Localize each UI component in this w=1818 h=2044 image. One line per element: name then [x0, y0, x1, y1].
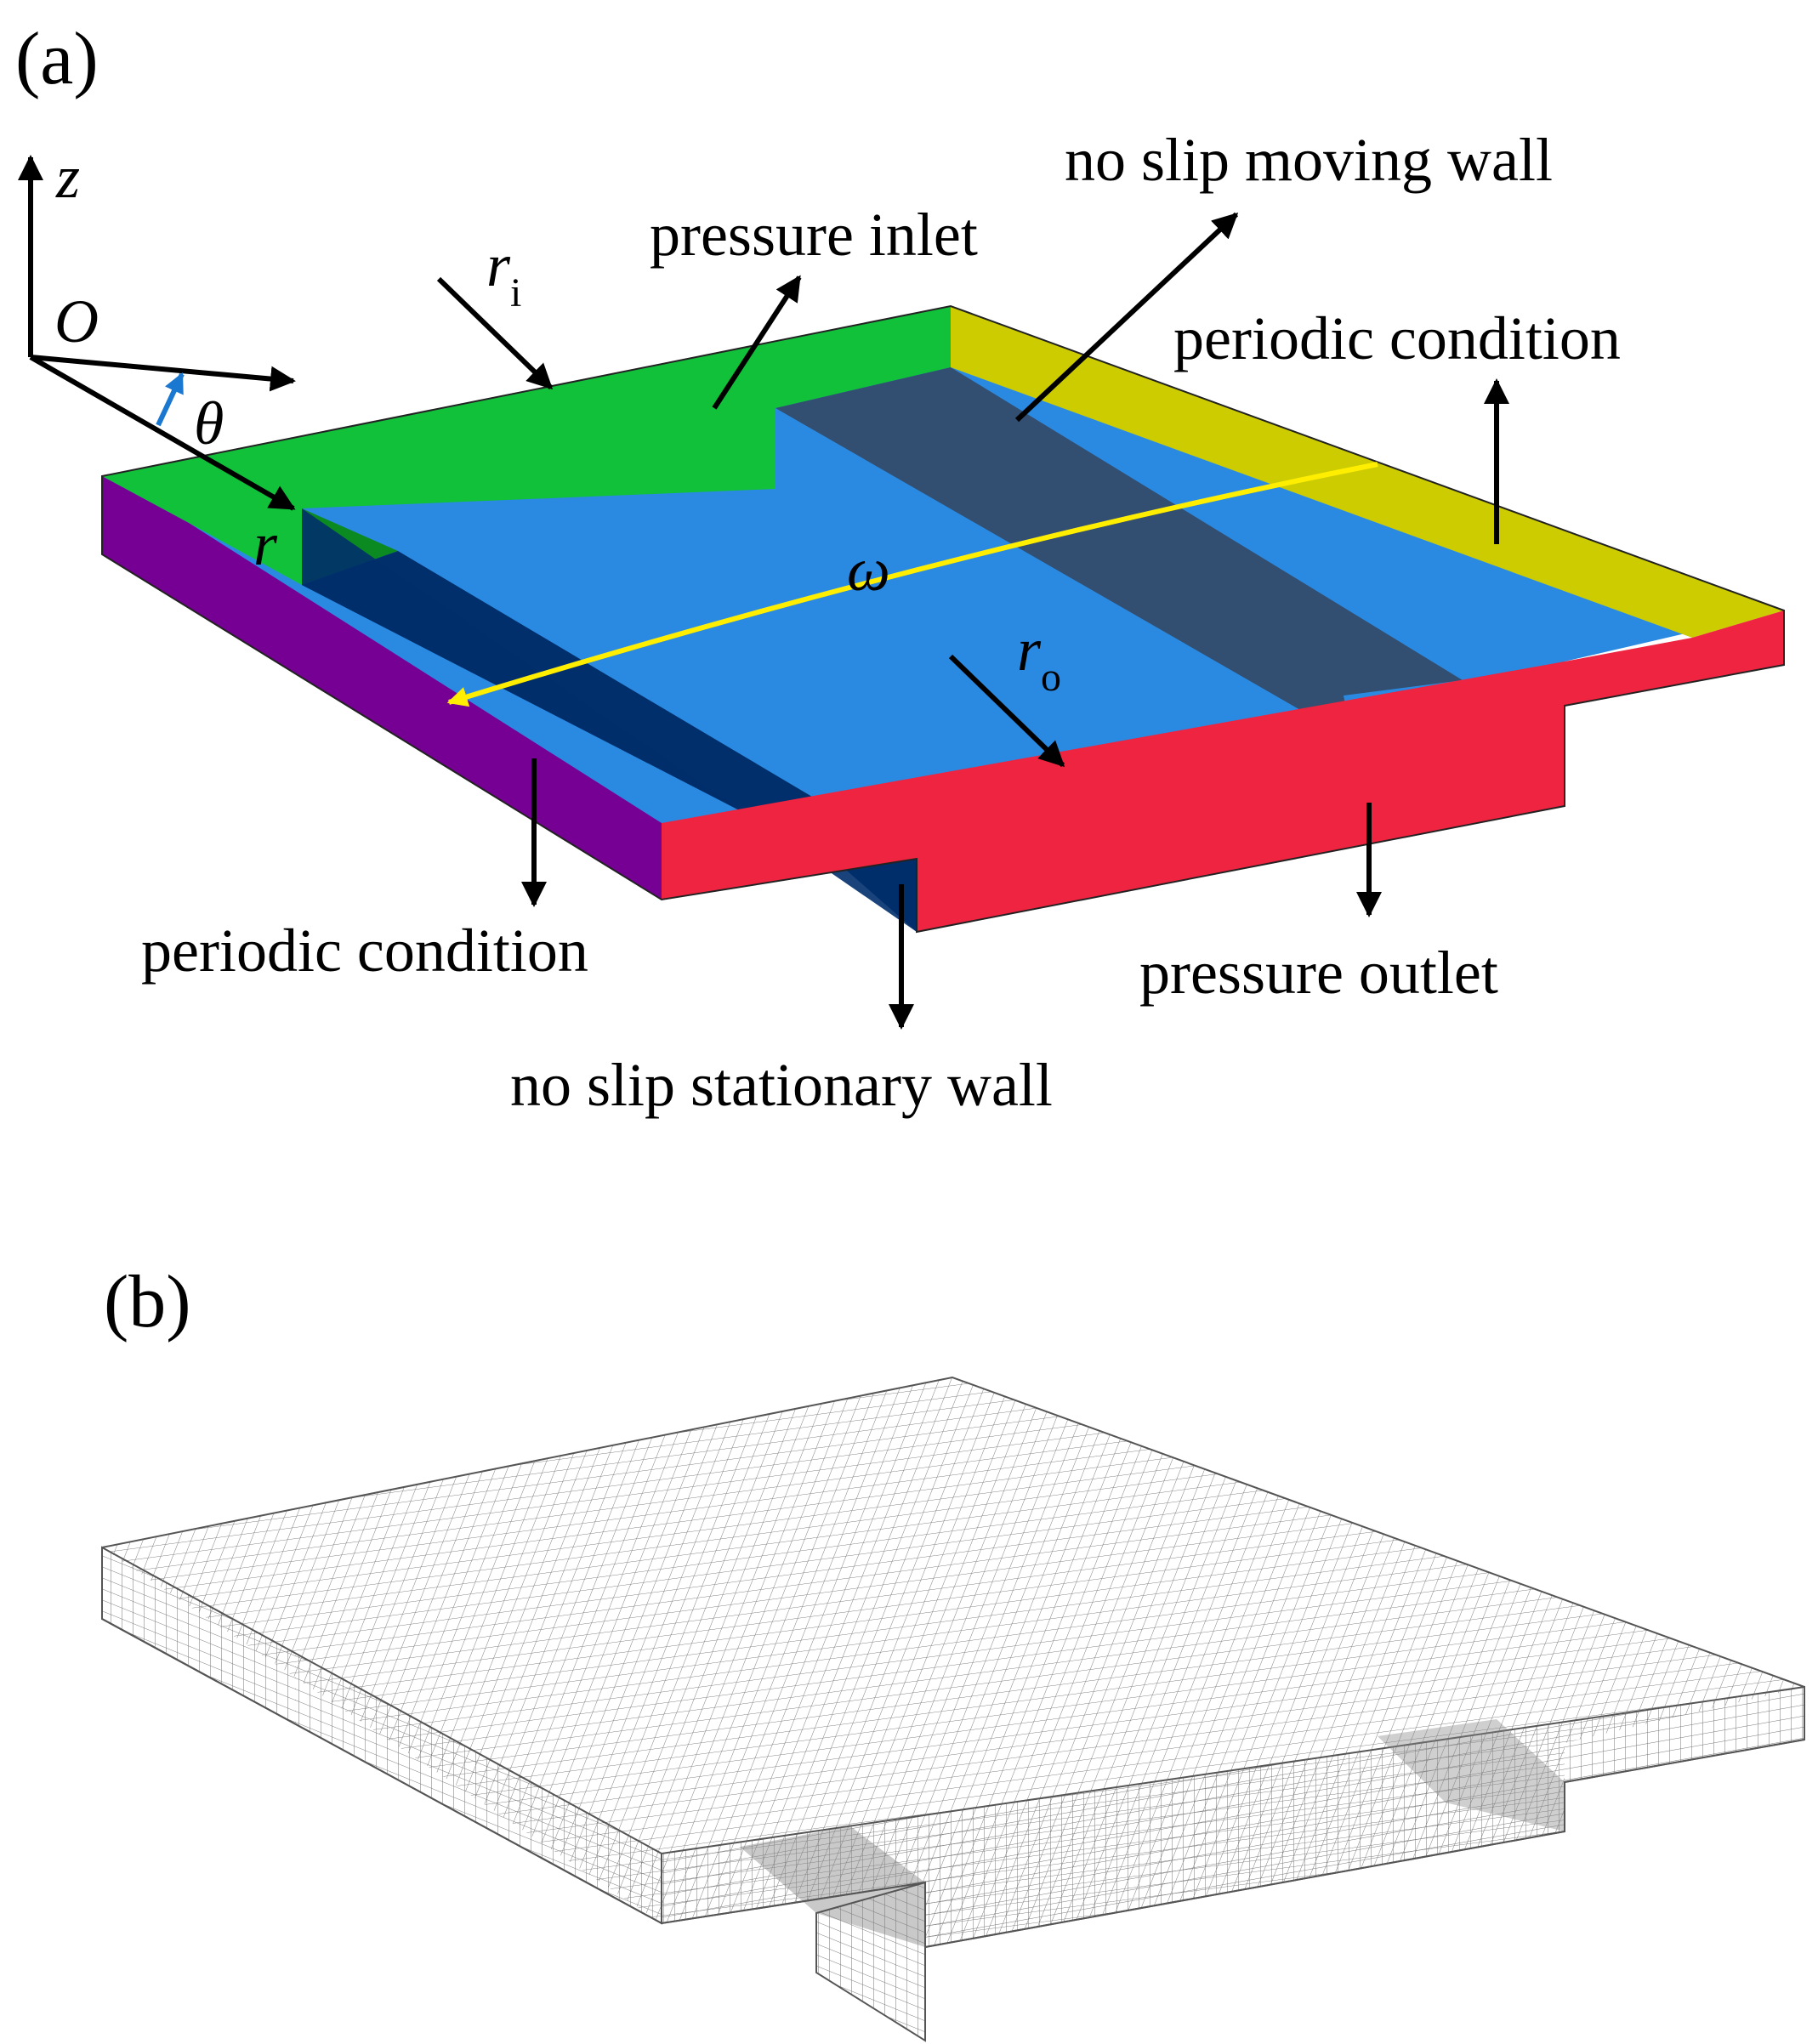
- groove-right: [775, 367, 1463, 740]
- periodic-left-face: [102, 476, 662, 900]
- coordinate-axes: [18, 155, 296, 511]
- block-outline: [101, 304, 1785, 934]
- mesh-step-lower: [815, 1881, 926, 2042]
- origin-label: O: [54, 287, 99, 355]
- z-axis-label: z: [55, 143, 80, 211]
- periodic-right-label: periodic condition: [1173, 304, 1621, 372]
- pressure-inlet-arrow: [712, 275, 802, 410]
- rotation-arrow: [446, 462, 1378, 707]
- periodic-right-face: [951, 306, 1784, 638]
- pressure-outlet-face: [662, 661, 1565, 932]
- r-outer-arrow: [948, 654, 1065, 768]
- theta-label: θ: [194, 389, 224, 457]
- r-label: r: [253, 510, 278, 578]
- r-axis: [29, 355, 296, 511]
- r-outer-subscript: o: [1041, 655, 1061, 700]
- r-inner-label: ri: [486, 231, 521, 315]
- pressure-inlet-face: [102, 306, 951, 585]
- panel-b-label: (b): [104, 1261, 191, 1343]
- panel-a: (a) z O θ r ri: [15, 18, 1785, 1119]
- theta-direction-arrow: [156, 372, 185, 427]
- pressure-outlet-label: pressure outlet: [1139, 939, 1498, 1007]
- moving-wall-arrow: [1014, 212, 1239, 423]
- theta-axis: [30, 355, 296, 392]
- panel-a-label: (a): [15, 18, 99, 100]
- r-inner-arrow: [436, 276, 554, 390]
- moving-wall-label: no slip moving wall: [1065, 126, 1553, 194]
- periodic-left-label: periodic condition: [141, 917, 588, 985]
- r-outer-label: ro: [1017, 616, 1061, 700]
- stationary-wall-label: no slip stationary wall: [510, 1051, 1053, 1119]
- r-inner-subscript: i: [510, 270, 521, 315]
- mesh-groove-right: [1378, 1719, 1565, 1831]
- pressure-inlet-label: pressure inlet: [650, 201, 978, 269]
- omega-label: ω: [847, 536, 890, 604]
- pressure-outlet-face-right: [1565, 610, 1784, 706]
- mesh-outline: [101, 1376, 1805, 1949]
- panel-b: (b): [101, 1261, 1805, 2042]
